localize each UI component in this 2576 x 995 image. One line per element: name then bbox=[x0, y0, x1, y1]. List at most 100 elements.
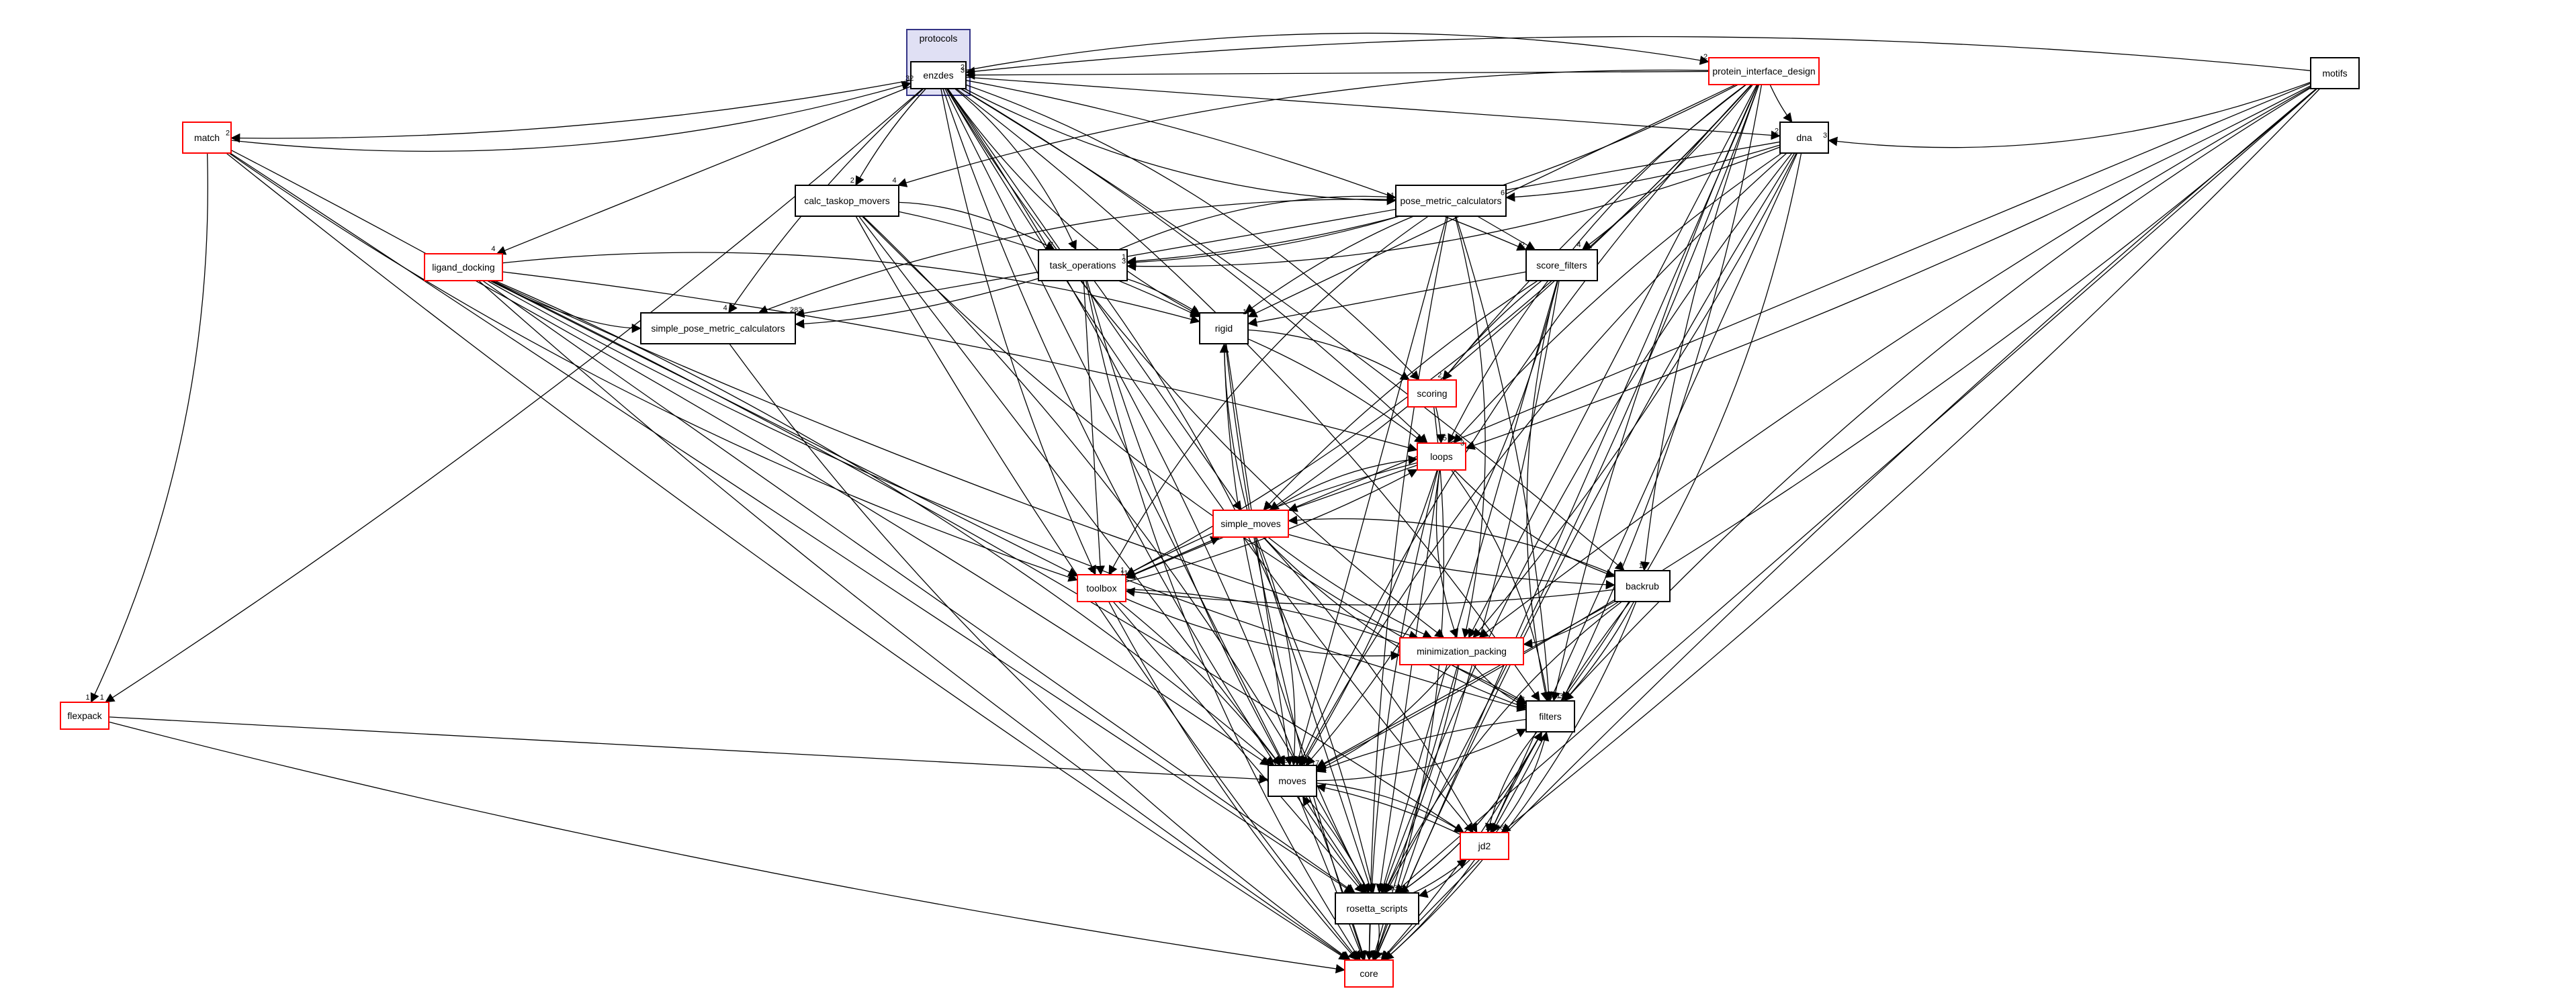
edge-loops-to-rosetta-scripts bbox=[1376, 469, 1440, 894]
edge-label: 283 bbox=[790, 306, 802, 314]
edge-enzdes-to-filters bbox=[956, 88, 1540, 702]
edge-line bbox=[1263, 536, 1478, 833]
edge-enzdes-to-dna bbox=[965, 77, 1781, 140]
node-rigid[interactable]: rigid bbox=[1199, 312, 1249, 344]
node-toolbox[interactable]: toolbox bbox=[1077, 574, 1126, 602]
edge-task-operations-to-rosetta-scripts bbox=[1094, 280, 1376, 894]
edge-line bbox=[1472, 664, 1527, 708]
edge-label: 1 bbox=[1360, 951, 1364, 959]
edge-label: 2 bbox=[961, 64, 965, 72]
edge-line bbox=[1247, 329, 1411, 381]
edge-line bbox=[1125, 598, 1401, 661]
node-loops-label: loops bbox=[1430, 451, 1452, 462]
edge-line bbox=[944, 88, 1286, 766]
edge-minimization-packing-to-filters bbox=[1472, 664, 1527, 708]
node-toolbox-label: toolbox bbox=[1086, 583, 1116, 594]
node-filters[interactable]: filters bbox=[1525, 700, 1575, 732]
node-minimization-packing[interactable]: minimization_packing bbox=[1399, 637, 1524, 665]
node-rosetta-scripts[interactable]: rosetta_scripts bbox=[1335, 892, 1419, 925]
edge-enzdes-to-backrub bbox=[960, 88, 1625, 571]
node-calc-taskop-movers[interactable]: calc_taskop_movers bbox=[795, 185, 899, 217]
edge-line bbox=[1094, 280, 1376, 894]
edge-label: 5 bbox=[1443, 434, 1447, 442]
node-calc-taskop-movers-label: calc_taskop_movers bbox=[804, 195, 890, 206]
edge-label: 2 bbox=[1521, 241, 1525, 249]
edge-line bbox=[898, 201, 1055, 250]
edge-line bbox=[1379, 280, 1558, 894]
edge-line bbox=[1495, 731, 1550, 833]
edge-label: 3 bbox=[1474, 629, 1478, 637]
node-dna[interactable]: dna bbox=[1779, 122, 1829, 154]
edge-loops-to-minimization-packing bbox=[1435, 469, 1459, 638]
node-protein-interface-design-label: protein_interface_design bbox=[1712, 66, 1815, 77]
node-filters-label: filters bbox=[1539, 711, 1561, 722]
edge-line bbox=[90, 152, 208, 703]
edge-pose-metric-calculators-to-minimization-packing bbox=[1454, 216, 1486, 638]
edge-label: 2 bbox=[1703, 53, 1707, 61]
node-jd2[interactable]: jd2 bbox=[1460, 832, 1509, 860]
edge-line bbox=[1526, 280, 1558, 702]
edge-label: 1 bbox=[1468, 629, 1472, 637]
edge-motifs-to-toolbox bbox=[1125, 83, 2311, 579]
edge-minimization-packing-to-rosetta-scripts bbox=[1384, 664, 1460, 894]
edge-label: 3 bbox=[961, 66, 965, 75]
edge-line bbox=[954, 88, 1077, 250]
edge-dna-to-core bbox=[1374, 152, 1795, 961]
edge-label: 1 bbox=[1463, 629, 1467, 637]
edge-label: 2 bbox=[1548, 692, 1552, 700]
node-backrub[interactable]: backrub bbox=[1614, 570, 1671, 602]
edge-scoring-to-loops bbox=[1435, 406, 1446, 444]
node-simple-moves[interactable]: simple_moves bbox=[1212, 510, 1289, 538]
edge-label: 52 bbox=[1280, 757, 1288, 765]
edge-line bbox=[1435, 406, 1446, 444]
node-simple-pose-metric-calculators[interactable]: simple_pose_metric_calculators bbox=[640, 312, 796, 344]
edge-pose-metric-calculators-to-rigid bbox=[1244, 216, 1414, 314]
edge-line bbox=[1451, 469, 1552, 702]
edge-loops-to-filters bbox=[1451, 469, 1552, 702]
node-score-filters[interactable]: score_filters bbox=[1525, 249, 1598, 281]
edge-line bbox=[1263, 280, 1538, 511]
edge-line bbox=[494, 280, 1275, 766]
node-flexpack[interactable]: flexpack bbox=[60, 702, 109, 730]
edge-line bbox=[1561, 152, 1802, 702]
edge-line bbox=[1640, 84, 1760, 571]
node-motifs[interactable]: motifs bbox=[2310, 57, 2360, 89]
edge-label: 11 bbox=[1376, 951, 1384, 959]
edge-label: 32 bbox=[905, 75, 914, 83]
node-match[interactable]: match bbox=[182, 122, 232, 154]
node-loops[interactable]: loops bbox=[1417, 442, 1466, 471]
edge-pose-metric-calculators-to-core bbox=[1364, 216, 1449, 961]
edge-line bbox=[1384, 859, 1476, 961]
edge-label: 5 bbox=[1348, 884, 1352, 892]
node-enzdes[interactable]: enzdes bbox=[910, 61, 967, 89]
edge-ligand-docking-to-moves bbox=[494, 280, 1275, 766]
edge-task-operations-to-moves bbox=[1086, 280, 1284, 766]
edge-protein-interface-design-to-rosetta-scripts bbox=[1385, 84, 1760, 894]
edge-enzdes-to-protein-interface-design bbox=[965, 32, 1709, 71]
edge-line bbox=[1288, 534, 1615, 589]
edge-line bbox=[1472, 152, 1797, 638]
edge-simple-moves-to-rigid bbox=[1219, 343, 1248, 511]
edge-line bbox=[230, 81, 912, 152]
node-moves[interactable]: moves bbox=[1268, 765, 1317, 797]
node-protein-interface-design[interactable]: protein_interface_design bbox=[1708, 57, 1820, 85]
edge-label: 2 bbox=[1437, 371, 1441, 379]
node-core[interactable]: core bbox=[1344, 959, 1394, 988]
edge-label: 3 bbox=[1275, 757, 1279, 765]
edge-line bbox=[1219, 343, 1248, 511]
edge-score-filters-to-core bbox=[1372, 280, 1560, 961]
edge-line bbox=[1374, 152, 1795, 961]
node-scoring[interactable]: scoring bbox=[1407, 379, 1457, 408]
edge-line bbox=[897, 69, 1709, 187]
edge-pose-metric-calculators-to-simple-pose-metric-calculators bbox=[758, 199, 1396, 314]
node-ligand-docking[interactable]: ligand_docking bbox=[424, 253, 503, 281]
edge-rosetta-scripts-to-moves bbox=[1302, 796, 1368, 894]
node-pose-metric-calculators[interactable]: pose_metric_calculators bbox=[1395, 185, 1507, 217]
edge-line bbox=[729, 343, 1351, 961]
node-task-operations-label: task_operations bbox=[1050, 260, 1116, 271]
edge-rigid-to-scoring bbox=[1247, 329, 1411, 381]
edge-backrub-to-moves bbox=[1316, 601, 1615, 768]
edge-label: 1 bbox=[1360, 884, 1364, 892]
edges bbox=[90, 32, 2321, 974]
node-task-operations[interactable]: task_operations bbox=[1038, 249, 1128, 281]
